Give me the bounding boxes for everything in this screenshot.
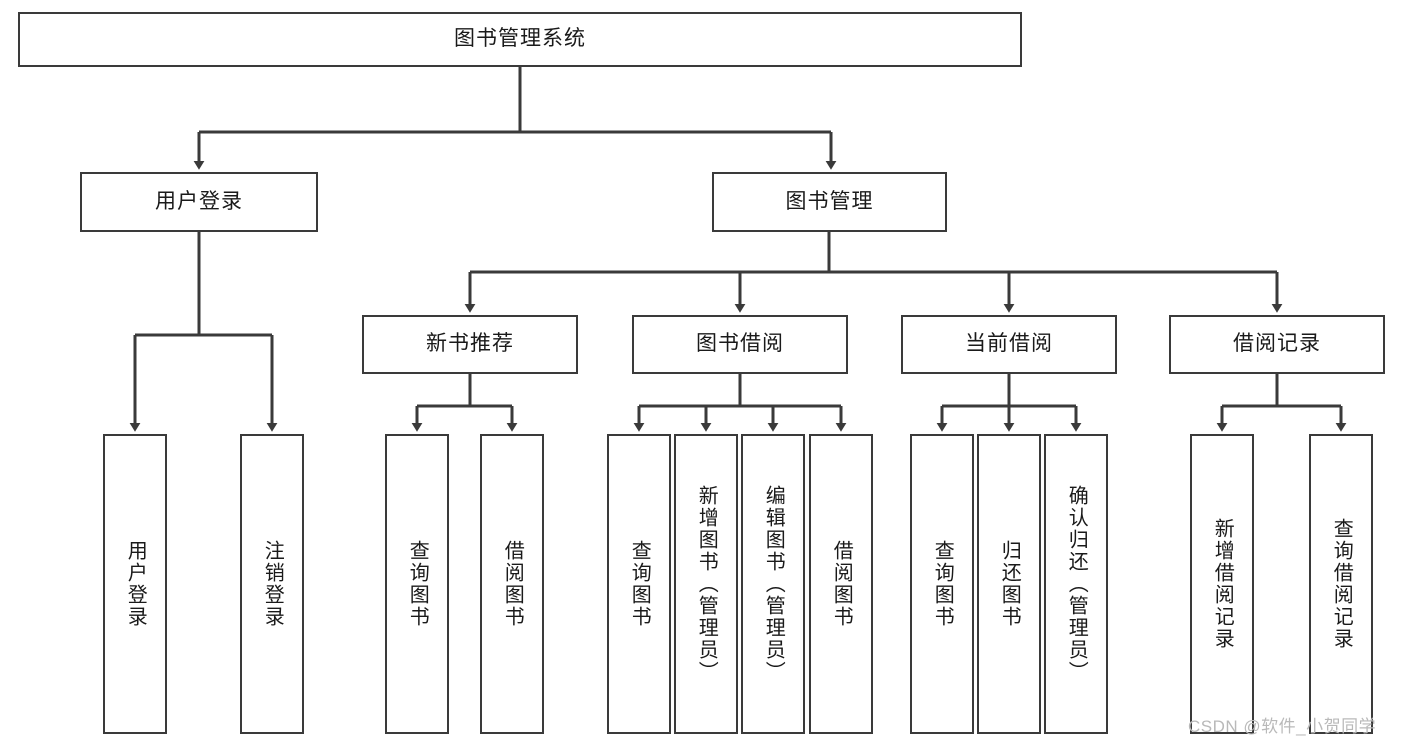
node-label: 用户登录 [155,189,243,213]
node-label: 图书借阅 [696,332,784,356]
leaf-user-login[interactable]: 用户登录 [103,434,167,734]
leaf-query-book-borrow[interactable]: 查询图书 [607,434,671,734]
leaf-query-book-current[interactable]: 查询图书 [910,434,974,734]
leaf-logout[interactable]: 注销登录 [240,434,304,734]
node-label: 用户登录 [124,540,147,628]
node-book-borrow[interactable]: 图书借阅 [632,315,848,374]
leaf-return-book[interactable]: 归还图书 [977,434,1041,734]
node-borrow-record[interactable]: 借阅记录 [1169,315,1385,374]
leaf-edit-book-admin[interactable]: 编辑图书（管理员） [741,434,805,734]
node-label: 查询借阅记录 [1330,518,1353,650]
node-label: 注销登录 [261,540,284,628]
node-label: 当前借阅 [965,332,1053,356]
node-root-book-management-system[interactable]: 图书管理系统 [18,12,1022,67]
leaf-add-borrow-record[interactable]: 新增借阅记录 [1190,434,1254,734]
node-label: 图书管理 [785,189,874,213]
node-label: 图书管理系统 [454,27,586,51]
node-label: 借阅图书 [830,540,853,628]
node-current-borrow[interactable]: 当前借阅 [901,315,1117,374]
node-label: 借阅图书 [501,540,524,628]
node-label: 查询图书 [406,540,429,628]
csdn-watermark: CSDN @软件_小贺同学 [1188,717,1377,736]
node-label: 新书推荐 [426,332,514,356]
node-book-management[interactable]: 图书管理 [712,172,947,232]
node-new-book-recommend[interactable]: 新书推荐 [362,315,578,374]
leaf-borrow-book[interactable]: 借阅图书 [809,434,873,734]
node-label: 确认归还（管理员） [1065,485,1088,683]
node-label: 编辑图书（管理员） [762,485,785,683]
node-label: 查询图书 [628,540,651,628]
node-user-login[interactable]: 用户登录 [80,172,318,232]
leaf-query-book-recommend[interactable]: 查询图书 [385,434,449,734]
node-label: 查询图书 [931,540,954,628]
node-label: 归还图书 [998,540,1021,628]
leaf-confirm-return-admin[interactable]: 确认归还（管理员） [1044,434,1108,734]
node-label: 新增借阅记录 [1211,518,1234,650]
leaf-add-book-admin[interactable]: 新增图书（管理员） [674,434,738,734]
leaf-query-borrow-record[interactable]: 查询借阅记录 [1309,434,1373,734]
node-label: 借阅记录 [1233,332,1321,356]
leaf-borrow-book-recommend[interactable]: 借阅图书 [480,434,544,734]
node-label: 新增图书（管理员） [695,485,718,683]
